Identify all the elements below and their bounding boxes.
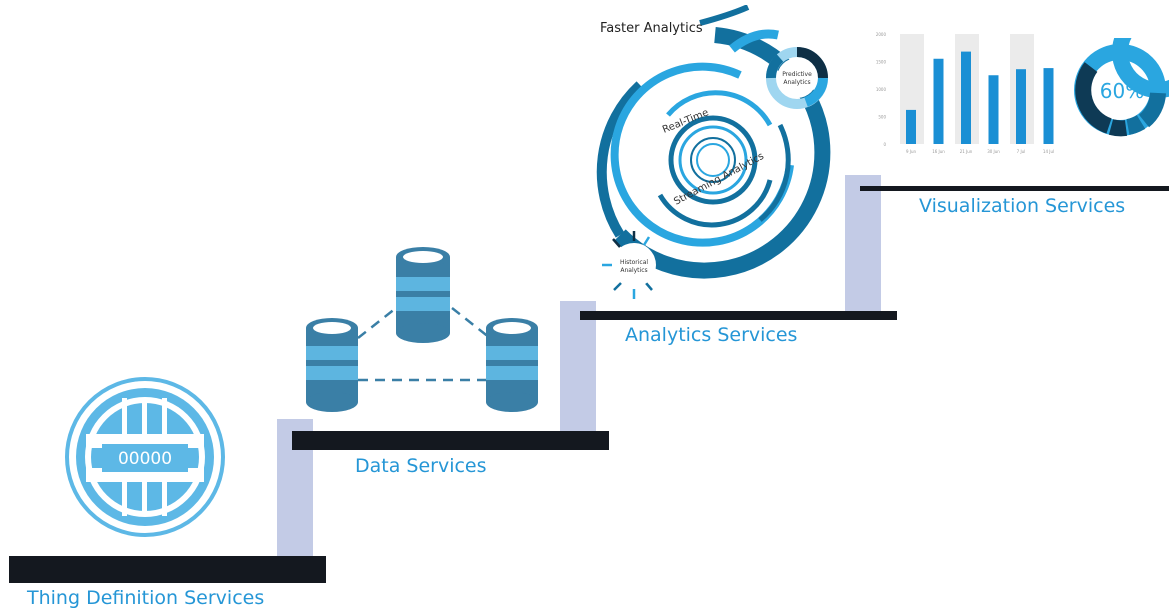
visualization-services-label: Visualization Services (919, 195, 1126, 217)
historical-analytics-line2: Analytics (620, 267, 647, 274)
chart-bar (988, 75, 999, 144)
data-services-label: Data Services (355, 455, 487, 477)
thing-definition-globe-icon: 00000 (65, 377, 225, 537)
database-network-diagram (306, 247, 538, 412)
chart-bar (906, 109, 916, 144)
x-tick-label: 16 Jun (932, 149, 945, 154)
riser-3 (845, 175, 881, 311)
riser-2 (560, 301, 596, 432)
step-bar-thing-definition (9, 556, 326, 583)
visualization-donut-chart: 60% (1074, 38, 1169, 137)
step-bar-analytics (580, 311, 897, 320)
faster-analytics-label: Faster Analytics (600, 21, 703, 36)
visualization-bar-chart: 0 500 1000 1500 2000 9 Jun 16 Jun 21 Jun 30 Jun 7… (876, 32, 1054, 154)
chart-bar (933, 58, 944, 144)
predictive-analytics-ring: Predictive Analytics (766, 47, 828, 109)
step-bar-data (292, 431, 609, 450)
database-icon-right (486, 318, 538, 412)
predictive-analytics-line1: Predictive (782, 71, 812, 78)
thing-definition-label: Thing Definition Services (27, 587, 265, 609)
predictive-analytics-line2: Analytics (783, 79, 810, 86)
x-tick-label: 21 Jun (960, 149, 973, 154)
thing-id-display: 00000 (118, 449, 172, 469)
historical-analytics-line1: Historical (620, 259, 648, 266)
historical-analytics-burst: Historical Analytics (602, 231, 656, 299)
x-tick-label: 14 Jul (1043, 149, 1054, 154)
database-icon-top (396, 247, 450, 343)
analytics-services-label: Analytics Services (625, 324, 798, 346)
analytics-swirl-graphic: Predictive Analytics Historical Analytic… (596, 5, 831, 299)
y-tick-label: 2000 (876, 32, 887, 37)
y-tick-label: 1000 (876, 87, 887, 92)
y-tick-label: 0 (883, 142, 886, 147)
x-tick-label: 7 Jul (1017, 149, 1026, 154)
step-bar-visualization (860, 186, 1169, 191)
chart-bar (1043, 68, 1054, 144)
y-tick-label: 500 (878, 115, 886, 120)
x-tick-label: 9 Jun (906, 149, 917, 154)
donut-percent-label: 60% (1100, 79, 1144, 103)
database-icon-left (306, 318, 358, 412)
y-tick-label: 1500 (876, 60, 887, 65)
chart-bar (961, 51, 971, 144)
chart-bar (1016, 69, 1026, 144)
x-tick-label: 30 Jun (987, 149, 1000, 154)
